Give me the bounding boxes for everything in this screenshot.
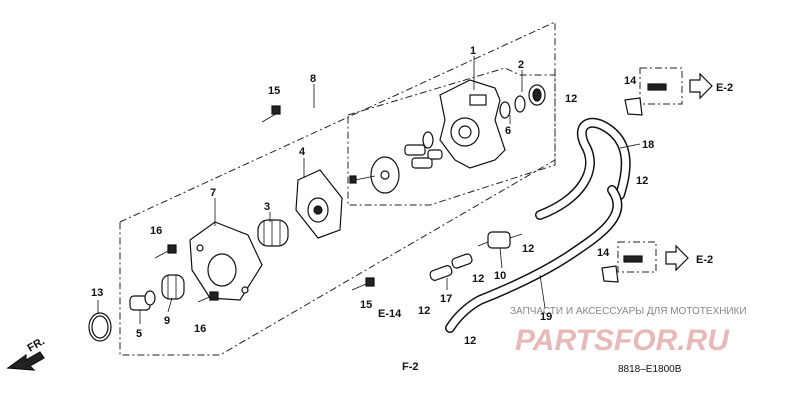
hose-19 [445,185,623,333]
pump-body [439,79,506,169]
callout-2: 2 [518,59,524,71]
callout-17: 17 [440,293,452,305]
watermark-brand: PARTSFOR.RU [515,324,730,357]
callout-12-d: 12 [472,273,484,285]
clip-14-bottom [601,241,657,283]
bolt-15-bottom [351,277,375,291]
callout-10: 10 [494,270,506,282]
callout-16-top: 16 [150,225,162,237]
callout-7: 7 [210,187,216,199]
ref-e2-mid: E-2 [696,254,713,266]
callout-9: 9 [164,315,170,327]
rotor-plate [370,131,434,194]
seal-6 [499,95,526,119]
callout-14-top: 14 [624,75,637,87]
bolt-16-bottom [197,291,219,303]
callout-19: 19 [540,311,552,323]
hose-18 [535,117,631,220]
arrow-e2-mid [665,244,689,272]
callout-3: 3 [264,201,270,213]
valve-5 [129,290,156,311]
small-bolt-pump [349,175,376,184]
spring-3 [257,219,289,247]
o-ring-13 [88,312,112,342]
callout-13: 13 [91,287,103,299]
cover-4 [295,169,343,239]
clip-14-top [624,67,683,116]
callout-4: 4 [299,146,306,158]
callout-12-f: 12 [464,335,476,347]
pipe-17 [429,253,473,281]
callout-14-bottom: 14 [597,247,610,259]
cap-2 [528,84,546,106]
callout-15-bottom: 15 [360,299,372,311]
callout-6: 6 [505,125,511,137]
callout-1: 1 [470,45,476,57]
callout-12-c: 12 [522,243,534,255]
assembly-frame-pump [347,67,556,206]
leader-lines [97,56,641,324]
callout-12-b: 12 [636,175,648,187]
spring-9 [161,274,185,300]
callout-8: 8 [310,73,316,85]
ref-fr: FR. [26,335,47,354]
bolt-16-top [154,244,177,259]
assembly-frame-outer [119,21,556,356]
ref-e14: E-14 [378,308,402,320]
bolt-15-top [261,105,281,123]
arrow-e2-top [689,72,713,100]
small-springs [404,144,443,169]
housing-7 [189,221,263,301]
arrow-fr [6,351,45,371]
callout-5: 5 [136,328,142,340]
callout-18: 18 [642,139,654,151]
watermark-tagline: ЗАПЧАСТИ И АКСЕССУАРЫ ДЛЯ МОТОТЕХНИКИ [510,306,747,317]
callout-12-e: 12 [418,305,430,317]
callout-16-bottom: 16 [194,323,206,335]
callout-12-a: 12 [565,93,577,105]
joint-10 [477,231,523,249]
ref-e2-top: E-2 [716,82,733,94]
ref-f2: F-2 [402,361,419,373]
diagram-code: 8818–E1800B [618,364,682,375]
callout-15-top: 15 [268,85,280,97]
